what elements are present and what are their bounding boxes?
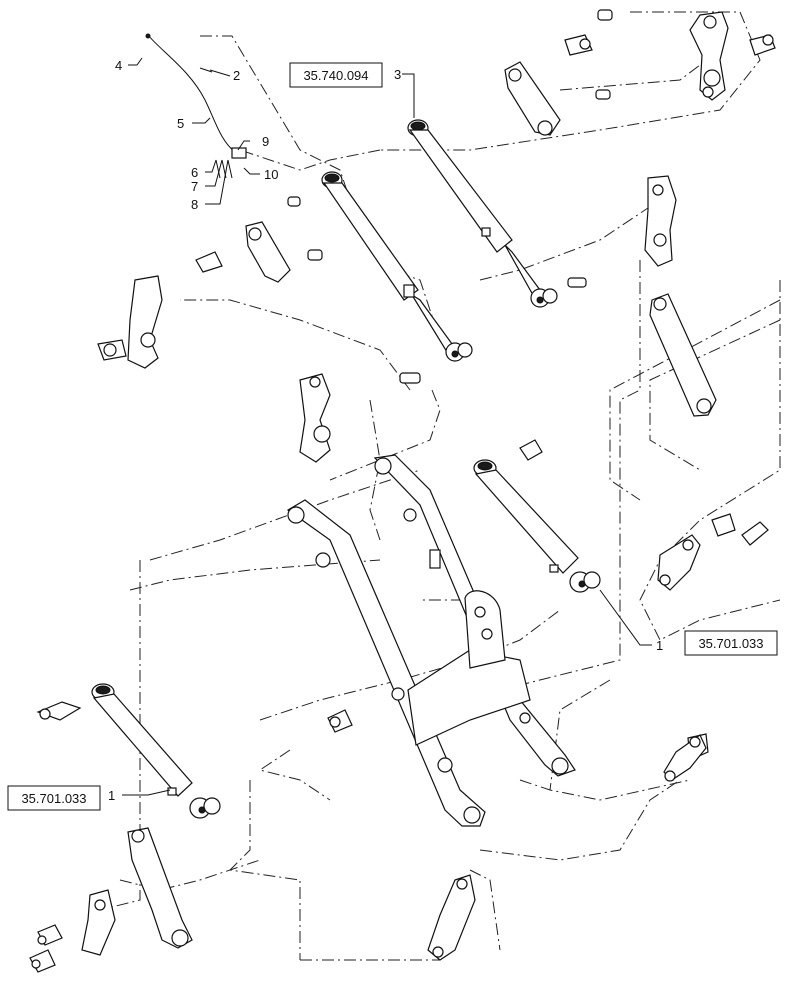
bracket-bottom-right <box>663 734 707 782</box>
callout-3: 3 <box>394 67 401 82</box>
callout-9: 9 <box>262 134 269 149</box>
callout-4: 4 <box>115 58 122 73</box>
callout-1-right: 1 <box>656 638 663 653</box>
assembly-lines <box>99 11 781 961</box>
ref-left-text: 35.701.033 <box>21 791 86 806</box>
pins-middle <box>195 196 587 384</box>
callout-7: 7 <box>191 179 198 194</box>
leader-lines <box>122 57 652 796</box>
bellcrank-left <box>97 221 291 369</box>
hydraulic-cylinder-left <box>36 683 221 819</box>
plate-right-upper <box>644 175 677 267</box>
callout-5: 5 <box>177 116 184 131</box>
ref-box-left <box>7 785 101 811</box>
bracket-plate-top-right <box>689 11 776 101</box>
ref-top-text: 35.740.094 <box>303 68 368 83</box>
bellcrank-bottom-left <box>29 827 193 973</box>
callout-2: 2 <box>233 68 240 83</box>
ref-box-top <box>289 62 383 88</box>
callout-8: 8 <box>191 197 198 212</box>
pins-top <box>564 9 613 100</box>
loader-arm-frame <box>286 454 576 827</box>
bracket-right-lower <box>657 513 769 591</box>
ref-box-right <box>684 630 778 656</box>
callout-6: 6 <box>191 165 198 180</box>
bellcrank-bottom-middle <box>427 874 476 961</box>
hydraulic-cylinder-top <box>407 119 558 308</box>
wire-harness <box>145 33 247 179</box>
hydraulic-cylinder-right <box>473 439 601 593</box>
bellcrank-middle-left <box>299 373 331 463</box>
callout-1-left: 1 <box>108 788 115 803</box>
hydraulic-cylinder-middle <box>321 171 473 362</box>
link-right <box>649 293 717 417</box>
link-arm-top <box>504 61 561 136</box>
ref-right-text: 35.701.033 <box>698 636 763 651</box>
reference-boxes: 35.740.094 35.701.033 35.701.033 <box>7 62 778 811</box>
callout-10: 10 <box>264 167 278 182</box>
callout-labels: 4 2 5 3 9 6 10 7 8 1 1 <box>108 58 663 803</box>
